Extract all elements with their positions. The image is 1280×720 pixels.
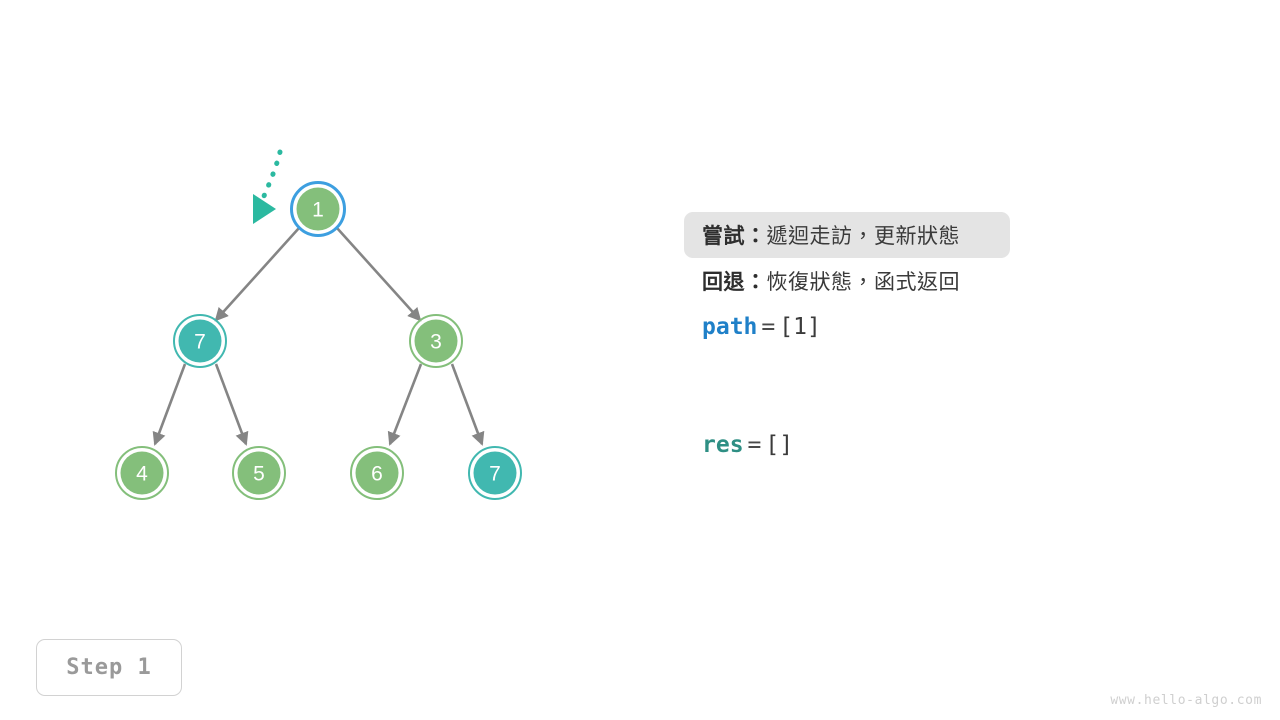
tree-node-3-label: 3 — [430, 331, 442, 354]
path-equals-sign: = — [761, 314, 776, 340]
tree-node-7-left-label: 7 — [194, 331, 206, 354]
tree-node-4[interactable]: 4 — [115, 446, 169, 500]
tree-node-5-label: 5 — [253, 463, 265, 486]
res-variable-name: res — [702, 432, 744, 458]
tree-node-7-leaf-disc — [473, 451, 517, 495]
tree-node-6-ring — [350, 446, 404, 500]
tree-node-3-ring — [409, 314, 463, 368]
backtrack-line: 回退： 恢復狀態，函式返回 — [686, 258, 1246, 304]
try-line: 嘗試： 遞迴走訪，更新狀態 — [684, 212, 1010, 258]
res-equals-sign: = — [747, 432, 762, 458]
tree-node-3-disc — [414, 319, 458, 363]
try-line-key: 嘗試： — [702, 225, 767, 248]
tree-node-5-ring — [232, 446, 286, 500]
path-state-line: path = [1] — [686, 304, 1246, 350]
tree-node-4-ring — [115, 446, 169, 500]
tree-node-1[interactable]: 1 — [290, 181, 346, 237]
edge-7-to-4 — [152, 363, 187, 446]
tree-node-5-disc — [237, 451, 281, 495]
edge-1-to-7 — [214, 227, 300, 322]
tree-node-1-disc — [296, 187, 340, 231]
step-badge: Step 1 — [36, 639, 182, 696]
tree-node-6-disc — [355, 451, 399, 495]
tree-node-7-leaf-ring — [468, 446, 522, 500]
tree-node-6-label: 6 — [371, 463, 383, 486]
tree-nodes: 1 7 3 4 — [115, 181, 522, 500]
tree-node-3[interactable]: 3 — [409, 314, 463, 368]
edge-3-to-7b — [450, 363, 485, 446]
path-variable-name: path — [702, 314, 758, 340]
res-value: [] — [765, 432, 794, 458]
tree-node-7-leaf[interactable]: 7 — [468, 446, 522, 500]
tree-node-1-label: 1 — [312, 199, 324, 222]
binary-tree-diagram: 1 7 3 4 — [115, 149, 522, 500]
try-line-value: 遞迴走訪，更新狀態 — [766, 225, 960, 248]
backtrack-line-key: 回退： — [702, 271, 767, 294]
backtrack-line-value: 恢復狀態，函式返回 — [766, 271, 960, 294]
tree-node-7-left-ring — [173, 314, 227, 368]
tree-edges — [152, 227, 485, 446]
recursion-entry-pointer — [253, 149, 283, 224]
tree-node-6[interactable]: 6 — [350, 446, 404, 500]
tree-node-5[interactable]: 5 — [232, 446, 286, 500]
tree-node-4-disc — [120, 451, 164, 495]
edge-7-to-5 — [214, 363, 249, 446]
tree-node-7-leaf-label: 7 — [489, 463, 501, 486]
watermark: www.hello-algo.com — [1110, 693, 1262, 708]
path-value: [1] — [779, 314, 821, 340]
tree-node-4-label: 4 — [136, 463, 148, 486]
tree-figure: 1 7 3 4 — [115, 149, 522, 500]
res-state-line: res = [] — [686, 422, 1246, 468]
info-panel: 嘗試： 遞迴走訪，更新狀態 回退： 恢復狀態，函式返回 path = [1] r… — [684, 212, 1246, 468]
tree-node-7-left[interactable]: 7 — [173, 314, 227, 368]
edge-3-to-6 — [387, 363, 423, 446]
tree-node-1-active-ring — [290, 181, 346, 237]
tree-node-7-left-disc — [178, 319, 222, 363]
edge-1-to-3 — [336, 227, 422, 322]
